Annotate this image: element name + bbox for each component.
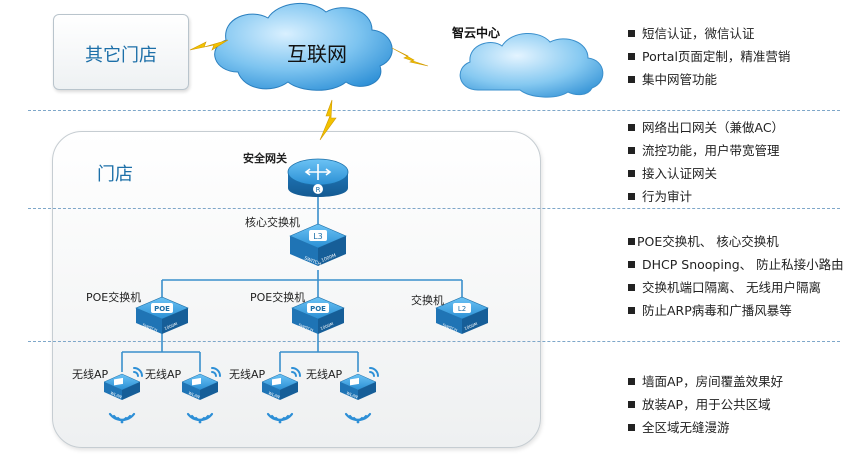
bullet-icon — [628, 53, 635, 60]
switch-icon: POE SWITCH 1000M — [291, 296, 345, 334]
core-switch-l3: L3 — [313, 232, 323, 241]
list-item: 放装AP，用于公共区域 — [628, 393, 783, 416]
bullet-icon — [628, 124, 635, 131]
bullet-icon — [628, 193, 635, 200]
access-point-icon: WLAN — [261, 373, 299, 400]
access-point-icon: WLAN — [181, 373, 219, 400]
list-item: 流控功能，用户带宽管理 — [628, 139, 784, 162]
other-store-box: 其它门店 — [53, 14, 189, 90]
bullet-icon — [628, 424, 635, 431]
cloud-icon — [459, 33, 604, 98]
svg-text:WLAN: WLAN — [188, 390, 201, 399]
feature-list-ap: 墙面AP，房间覆盖效果好 放装AP，用于公共区域 全区域无缝漫游 — [628, 370, 783, 439]
svg-text:WLAN: WLAN — [268, 390, 281, 399]
bullet-icon — [628, 30, 635, 37]
wifi-signal-icon — [186, 412, 214, 424]
wifi-signal-icon — [133, 367, 143, 377]
other-store-label: 其它门店 — [85, 45, 157, 66]
bullet-icon — [628, 401, 635, 408]
core-switch-label: 核心交换机 — [245, 216, 300, 229]
bullet-icon — [628, 170, 635, 177]
svg-text:SWITCH: SWITCH — [442, 322, 458, 333]
lightning-icon — [319, 99, 337, 141]
list-item: 墙面AP，房间覆盖效果好 — [628, 370, 783, 393]
bullet-icon — [628, 238, 635, 245]
internet-label: 互联网 — [287, 42, 347, 66]
bullet-icon — [628, 378, 635, 385]
store-label: 门店 — [97, 164, 133, 185]
svg-text:L2: L2 — [458, 305, 466, 313]
svg-text:1000M: 1000M — [320, 321, 335, 331]
wifi-signal-icon — [291, 367, 301, 377]
list-item: 集中网管功能 — [628, 68, 790, 91]
switch-icon: POE SWITCH 1000M — [135, 296, 189, 334]
ap-label-4: 无线AP — [306, 368, 343, 381]
list-item: 防止ARP病毒和广播风暴等 — [628, 299, 844, 322]
list-item: 接入认证网关 — [628, 162, 784, 185]
access-point-icon: WLAN — [339, 373, 377, 400]
bullet-icon — [628, 147, 635, 154]
list-item: 交换机端口隔离、 无线用户隔离 — [628, 276, 844, 299]
svg-text:1000M: 1000M — [321, 253, 338, 264]
wifi-signal-icon — [266, 412, 294, 424]
bullet-icon — [628, 284, 635, 291]
cloud-icon — [214, 2, 393, 91]
gateway-label: 安全网关 — [243, 152, 287, 165]
list-item: 短信认证，微信认证 — [628, 22, 790, 45]
switch-icon: L2 SWITCH 1000M — [435, 296, 489, 334]
ap-label-2: 无线AP — [145, 368, 182, 381]
bullet-icon — [628, 76, 635, 83]
svg-text:POE: POE — [310, 305, 326, 313]
lightning-icon — [391, 47, 429, 67]
section-divider-1 — [28, 110, 840, 111]
bullet-icon — [628, 307, 635, 314]
section-divider-3 — [28, 341, 840, 342]
bullet-icon — [628, 261, 635, 268]
wifi-signal-icon — [344, 412, 372, 424]
switch-label-3: 交换机 — [411, 294, 444, 307]
svg-text:WLAN: WLAN — [110, 390, 123, 399]
svg-text:1000M: 1000M — [164, 321, 179, 331]
poe-switch-label-2: POE交换机 — [250, 291, 306, 304]
router-icon: R — [287, 158, 349, 197]
section-divider-2 — [28, 208, 840, 209]
lightning-icon — [189, 39, 229, 51]
list-item: Portal页面定制，精准营销 — [628, 45, 790, 68]
wifi-signal-icon — [211, 367, 221, 377]
list-item: DHCP Snooping、 防止私接小路由 — [628, 253, 844, 276]
wifi-signal-icon — [108, 412, 136, 424]
svg-text:POE: POE — [154, 305, 170, 313]
svg-text:SWITCH: SWITCH — [298, 322, 314, 333]
cloud-center-label: 智云中心 — [452, 26, 501, 40]
ap-label-3: 无线AP — [229, 368, 266, 381]
list-item: 网络出口网关（兼做AC） — [628, 116, 784, 139]
switch-icon: L3 SWITCH 1000M — [289, 223, 347, 267]
access-point-icon: WLAN — [103, 373, 141, 400]
wifi-signal-icon — [369, 367, 379, 377]
list-item: POE交换机、 核心交换机 — [628, 230, 844, 253]
svg-text:WLAN: WLAN — [346, 390, 359, 399]
svg-text:SWITCH: SWITCH — [142, 322, 158, 333]
feature-list-switch: POE交换机、 核心交换机 DHCP Snooping、 防止私接小路由 交换机… — [628, 230, 844, 322]
svg-text:1000M: 1000M — [464, 321, 479, 331]
router-r-text: R — [316, 186, 321, 194]
list-item: 全区域无缝漫游 — [628, 416, 783, 439]
list-item: 行为审计 — [628, 185, 784, 208]
feature-list-cloud: 短信认证，微信认证 Portal页面定制，精准营销 集中网管功能 — [628, 22, 790, 91]
feature-list-gateway: 网络出口网关（兼做AC） 流控功能，用户带宽管理 接入认证网关 行为审计 — [628, 116, 784, 208]
ap-label-1: 无线AP — [72, 368, 109, 381]
poe-switch-label-1: POE交换机 — [86, 291, 142, 304]
